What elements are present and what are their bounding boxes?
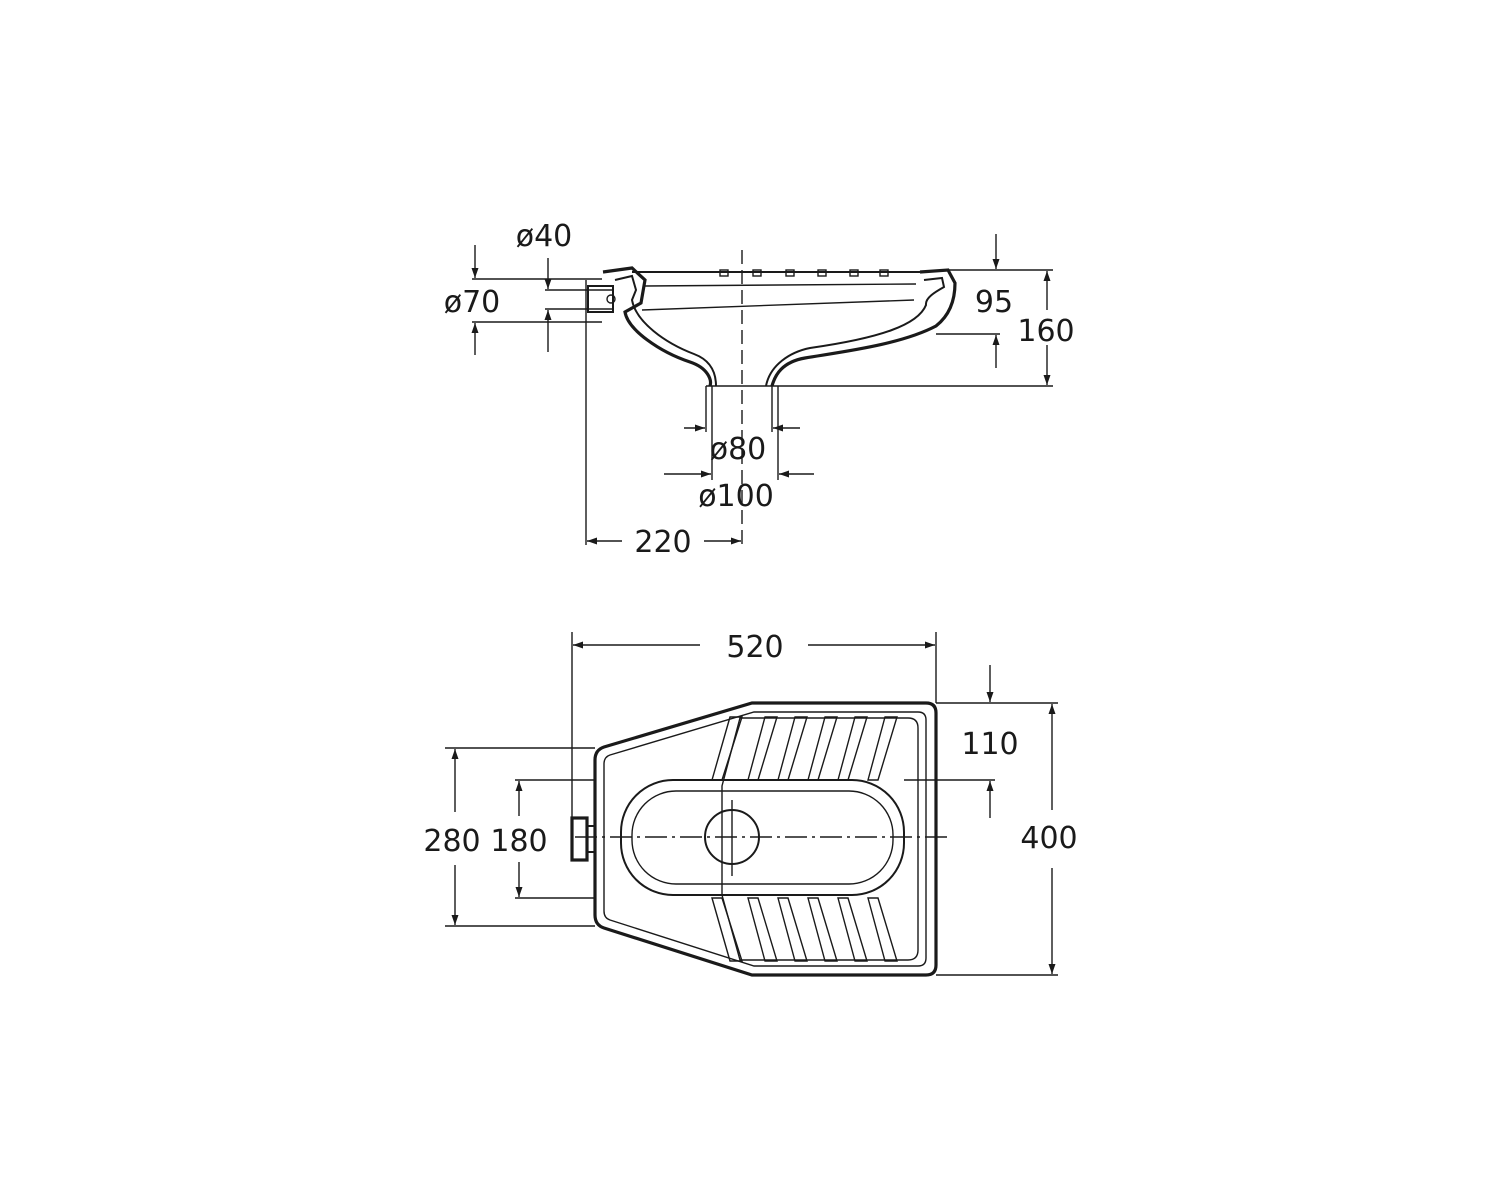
dim-label-95: 95 [975,285,1013,320]
flush-holes [719,269,889,277]
dim-label-280: 280 [423,824,480,859]
dim-label-d100: ø100 [698,479,774,514]
bowl-floor-line [641,299,915,311]
plan-inlet-nozzle [570,816,595,862]
dim-label-d70: ø70 [444,285,501,320]
rim-inner-line [644,283,917,287]
bowl-inner-profile [614,274,717,387]
dim-label-160: 160 [1017,314,1074,349]
inlet-nozzle [545,285,616,313]
outlet-pipe [705,385,1053,480]
footrest-grooves-top [711,716,898,781]
bowl-inner-profile-right [765,276,946,387]
dim-label-d40: ø40 [516,219,573,254]
slab-inner-rim [603,711,927,967]
bowl-outer-profile [602,266,713,387]
dim-label-180: 180 [490,824,547,859]
plan-view: 520 110 400 280 180 [423,630,1078,977]
dim-label-220: 220 [634,525,691,560]
footrest-area [721,717,919,961]
dim-label-d80: ø80 [710,432,767,467]
bowl-outer-profile-right [770,268,957,387]
dim-label-400: 400 [1020,821,1077,856]
slab-outline [593,701,938,977]
dim-label-110: 110 [961,727,1018,762]
footrest-grooves-bottom [711,897,898,962]
side-view: ø40 ø70 95 160 ø80 ø100 220 [444,219,1075,560]
dim-label-520: 520 [726,630,783,665]
